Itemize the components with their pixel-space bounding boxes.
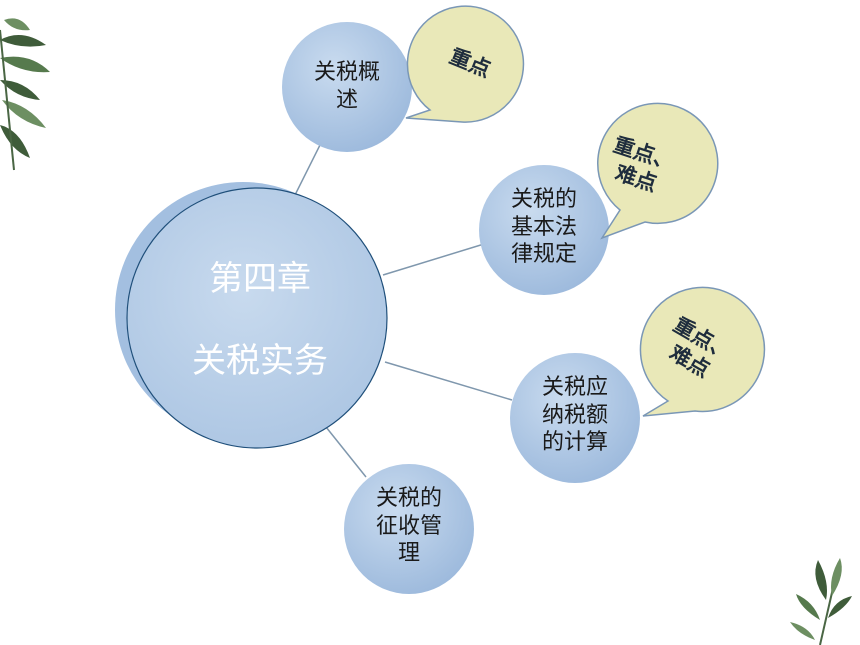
connector-2 bbox=[382, 243, 485, 276]
connector-1 bbox=[294, 144, 321, 196]
callout-bubble-1 bbox=[405, 5, 525, 123]
topic-label-overview: 关税概 述 bbox=[313, 60, 380, 113]
center-title: 第四章 bbox=[150, 258, 370, 301]
callout-bubble-2 bbox=[597, 102, 719, 240]
center-node bbox=[126, 187, 388, 449]
topic-node-overview bbox=[282, 22, 412, 152]
bamboo-leaves-top-left-icon bbox=[0, 18, 50, 171]
center-subtitle: 关税实务 bbox=[150, 340, 370, 383]
topic-node-legal-basics bbox=[479, 165, 609, 295]
connector-4 bbox=[325, 426, 367, 478]
topic-label-collection: 关税的 征收管 理 bbox=[375, 486, 442, 566]
callout-bubble-3 bbox=[639, 286, 766, 417]
topic-label-tax-calculation: 关税应 纳税额 的计算 bbox=[541, 375, 608, 455]
topic-node-collection bbox=[344, 464, 474, 594]
bamboo-leaves-bottom-right-icon bbox=[790, 558, 852, 645]
topic-node-tax-calculation bbox=[510, 353, 640, 483]
center-title-line-1: 第四章 bbox=[209, 259, 311, 299]
center-title-line-2: 关税实务 bbox=[192, 341, 328, 381]
connector-3 bbox=[384, 361, 513, 401]
topic-label-legal-basics: 关税的 基本法 律规定 bbox=[510, 187, 577, 267]
